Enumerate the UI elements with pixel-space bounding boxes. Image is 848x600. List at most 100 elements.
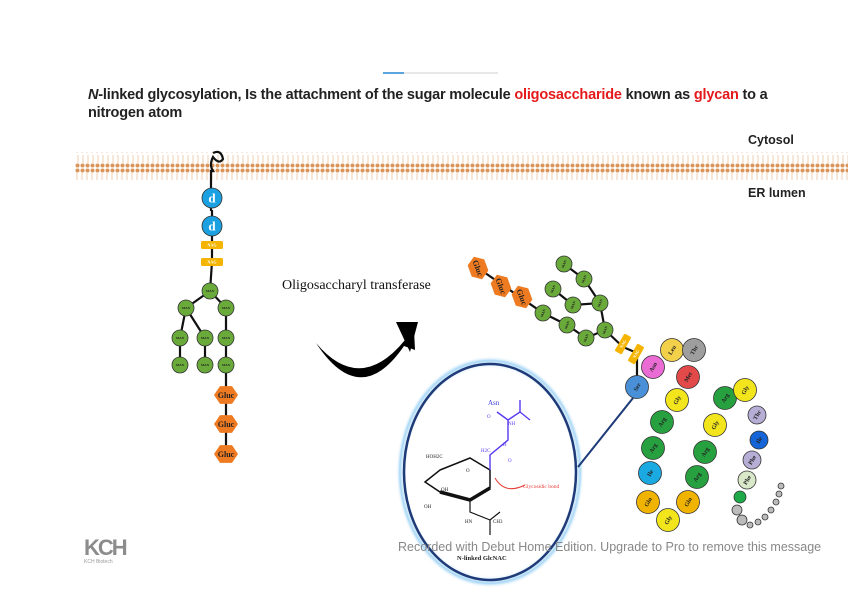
title-text-1: -linked glycosylation, Is the attachment…	[98, 87, 515, 103]
mannose-circle	[564, 296, 582, 314]
amino-acid-bead-label: Leu	[668, 344, 679, 356]
atom-label: NH	[508, 422, 516, 427]
amino-acid-bead	[650, 410, 674, 434]
amino-acid-bead	[733, 490, 747, 504]
glcnac-label: NAG	[208, 259, 217, 264]
atom-label: O	[487, 415, 491, 420]
atom-label: H2C	[481, 449, 491, 454]
amino-acid-bead	[638, 461, 662, 485]
amino-acid-bead-label: Ser	[633, 382, 643, 393]
mannose-circle-label: MAN	[583, 333, 590, 343]
dolichol-circle-label: d	[208, 219, 216, 234]
atom-label: CH3	[493, 520, 503, 525]
mannose-circle	[171, 356, 189, 374]
amino-acid-bead-label: Gly	[741, 385, 751, 396]
amino-acid-bead	[749, 430, 769, 450]
amino-acid-bead	[676, 365, 700, 389]
er-membrane	[75, 152, 848, 180]
mannose-circle	[555, 255, 573, 273]
logo-subtext: KCH Biotech	[84, 559, 113, 565]
cytosol-label: Cytosol	[748, 133, 794, 147]
amino-acid-bead-label: Arg	[693, 472, 703, 484]
title-highlight-oligosaccharide: oligosaccharide	[514, 87, 622, 103]
mannose-circle	[575, 270, 593, 288]
amino-acid-bead-label: Gly	[664, 515, 674, 526]
glucose-hexagon	[511, 285, 533, 309]
atom-label: OH	[441, 488, 449, 493]
amino-acid-bead	[693, 440, 717, 464]
amino-acid-bead	[733, 378, 757, 402]
mannose-circle	[558, 316, 576, 334]
dolichol-circle-label: d	[208, 191, 216, 206]
amino-acid-bead	[625, 375, 649, 399]
atom-label: OH	[424, 505, 432, 510]
amino-acid-bead	[761, 513, 769, 521]
glcnac-block	[201, 258, 223, 266]
glcnac-block	[201, 241, 223, 249]
amino-acid-bead	[775, 490, 783, 498]
mannose-circle-label: MAN	[206, 289, 215, 293]
amino-acid-bead	[636, 490, 660, 514]
mannose-circle	[591, 294, 609, 312]
amino-acid-bead	[682, 338, 706, 362]
er-lumen-label: ER lumen	[748, 186, 806, 200]
amino-acid-bead	[641, 355, 665, 379]
mannose-circle-label: MAN	[182, 306, 191, 310]
glucose-label: Gluc	[218, 391, 235, 400]
inset-caption: N-linked GlcNAC	[457, 555, 507, 562]
amino-acid-bead-label: Gln	[684, 496, 694, 508]
amino-acid-bead	[736, 514, 748, 526]
amino-acid-bead	[767, 506, 775, 514]
amino-acid-bead-label: Ile	[647, 469, 656, 478]
amino-acid-bead-label: Phe	[743, 475, 753, 487]
title-text-2: known as	[621, 87, 694, 103]
dolichol-circle	[201, 215, 223, 237]
glcnac-structure: Asn Glycosidic bond N-linked GlcNAC HOH2…	[423, 399, 559, 562]
glcnac-label: NAG	[632, 349, 641, 359]
mannose-circle-label: MAN	[561, 259, 568, 269]
mannose-circle	[217, 329, 235, 347]
glucose-hexagon	[490, 274, 512, 298]
mannose-circle	[577, 329, 595, 347]
kch-logo: KCH KCH Biotech	[84, 537, 128, 566]
atom-label: O	[508, 459, 512, 464]
amino-acid-bead-label: Gly	[711, 420, 721, 431]
mannose-circle	[596, 321, 614, 339]
mannose-circle	[196, 329, 214, 347]
glcnac-label: NAG	[619, 339, 628, 349]
recording-watermark: Recorded with Debut Home Edition. Upgrad…	[398, 540, 822, 554]
amino-acid-bead	[676, 490, 700, 514]
glucose-hexagon	[214, 415, 238, 433]
glcnac-block	[628, 343, 644, 365]
mannose-circle-label: MAN	[222, 363, 231, 367]
mannose-circle	[171, 329, 189, 347]
mannose-circle-label: MAN	[201, 336, 210, 340]
amino-acid-bead	[737, 470, 757, 490]
mannose-circle	[534, 304, 552, 322]
mannose-circle	[217, 356, 235, 374]
mannose-circle-label: MAN	[222, 336, 231, 340]
mannose-circle-label: MAN	[550, 284, 557, 294]
amino-acid-bead-label: Gly	[673, 395, 683, 406]
title-italic-n: N	[88, 87, 99, 103]
amino-acid-bead	[772, 498, 780, 506]
amino-acid-bead-label: Phe	[748, 455, 758, 467]
amino-acid-bead	[731, 504, 743, 516]
glcnac-label: NAG	[208, 242, 217, 247]
slide-progress-fill	[383, 72, 404, 74]
atom-label: O	[466, 469, 470, 474]
mannose-circle	[201, 282, 219, 300]
mannose-circle-label: MAN	[564, 320, 571, 330]
mannose-circle	[544, 280, 562, 298]
mannose-circle	[177, 299, 195, 317]
mannose-circle-label: MAN	[597, 298, 604, 308]
mannose-circle-label: MAN	[176, 363, 185, 367]
amino-acid-bead	[777, 482, 785, 490]
amino-acid-bead	[641, 436, 665, 460]
glucose-hexagon	[214, 445, 238, 463]
glucose-label: Gluc	[218, 450, 235, 459]
mannose-circle-label: MAN	[602, 325, 609, 335]
mannose-circle-label: MAN	[176, 336, 185, 340]
dolichol-circle	[201, 187, 223, 209]
amino-acid-bead-label: Arg	[721, 393, 731, 405]
